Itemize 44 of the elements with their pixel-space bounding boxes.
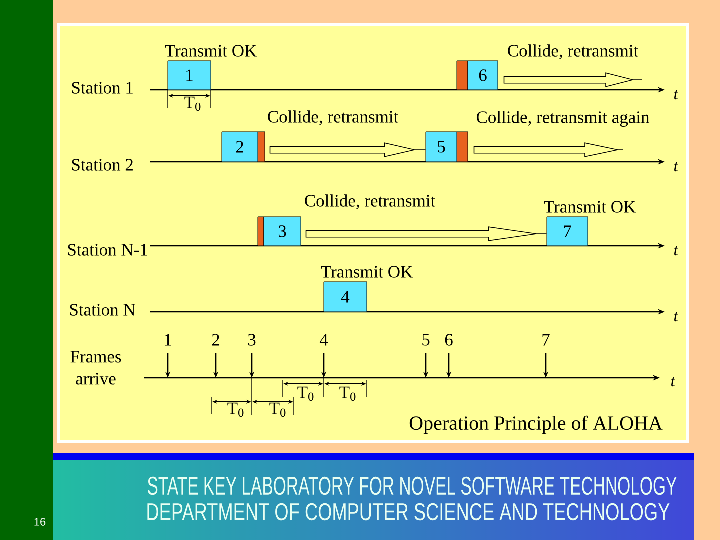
axis-label: t <box>671 377 676 387</box>
edge-label: Collide, retransmit <box>506 44 640 60</box>
frame-box: 3 <box>264 216 302 246</box>
duration-label: T$_{0}$ <box>184 96 201 112</box>
row-label: Frames arrive <box>70 351 122 385</box>
axis-label: t <box>674 312 679 322</box>
retransmit-arrow <box>504 72 642 88</box>
edge-label: Collide, retransmit <box>303 194 437 210</box>
banner-text: DEPARTMENT OF COMPUTER SCIENCE AND TECHNOLOGY <box>148 503 670 521</box>
frame-number: 6 <box>445 334 453 346</box>
frame-number: 2 <box>212 334 220 346</box>
frame-number: 5 <box>422 334 430 346</box>
edge-label: Collide, retransmit again <box>475 110 651 128</box>
frame-number: 3 <box>248 334 256 346</box>
axis-label: t <box>674 162 679 172</box>
status-label: Transmit OK <box>544 201 636 213</box>
frame-box: 2 <box>222 132 258 162</box>
frame-box: 6 <box>468 60 498 90</box>
frame-number: 7 <box>542 334 550 346</box>
axis-label: t <box>674 90 679 100</box>
status-label: Transmit OK <box>165 45 257 57</box>
station-label: Station 1 <box>72 82 133 94</box>
axis-label: t <box>674 246 679 256</box>
page-number: 16 <box>34 518 46 526</box>
duration-label: T$_{0}$ <box>270 402 286 418</box>
frame-number: 4 <box>320 334 328 346</box>
retransmit-arrow <box>306 226 548 242</box>
banner-text: STATE KEY LABORATORY FOR NOVEL SOFTWARE TECHNOLOGY <box>148 476 677 496</box>
station-label: Station 2 <box>72 159 133 171</box>
status-label: Transmit OK <box>321 266 413 278</box>
retransmit-arrow <box>270 142 426 158</box>
frame-number: 1 <box>165 334 172 346</box>
frame-box: 4 <box>324 282 368 312</box>
frame-box: 1 <box>168 60 212 90</box>
edge-label: Collide, retransmit <box>266 110 400 126</box>
duration-label: T$_{0}$ <box>298 386 314 402</box>
frame-box: 5 <box>426 132 458 162</box>
duration-label: T$_{0}$ <box>340 386 356 402</box>
frame-box: 7 <box>546 216 588 246</box>
duration-label: T$_{0}$ <box>228 402 244 418</box>
retransmit-arrow <box>474 142 624 158</box>
station-label: Station N <box>70 304 136 316</box>
station-label: Station N-1 <box>68 244 148 256</box>
caption: Operation Principle of ALOHA <box>410 416 663 434</box>
